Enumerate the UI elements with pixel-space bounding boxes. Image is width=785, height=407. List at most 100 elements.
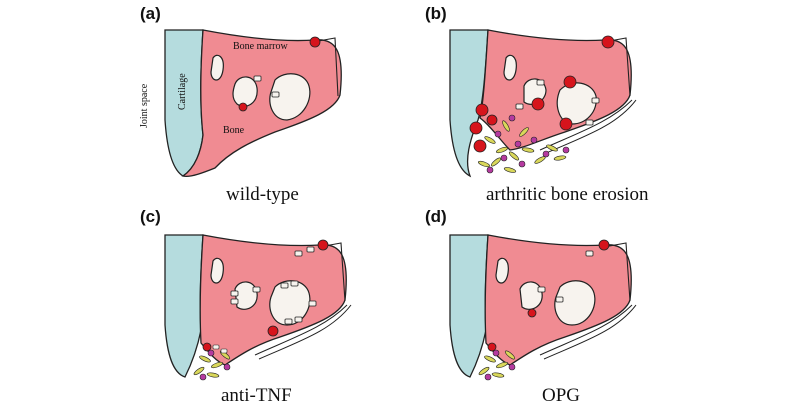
diagram-anti-tnf [164, 234, 352, 381]
diagram-arthritic [449, 29, 637, 178]
inflammatory-cell [199, 373, 207, 381]
panel-label-b: (b) [425, 4, 447, 23]
fibroblast [199, 355, 211, 363]
osteoclast [267, 325, 279, 337]
marrow-cavity [495, 257, 509, 284]
osteoblast [294, 250, 303, 257]
osteoblast [555, 296, 564, 303]
osteoblast [536, 79, 545, 86]
fibroblast [508, 151, 520, 161]
fibroblast [206, 372, 220, 378]
fibroblast [521, 147, 535, 153]
osteoblast [515, 103, 524, 110]
pannus [193, 344, 231, 381]
panel-a: (a) Bone marrow Joint space Cartilage Bo… [135, 0, 475, 205]
osteoclast [531, 97, 545, 111]
fibroblast [503, 167, 517, 173]
panel-d: (d) [420, 205, 760, 406]
osteoblast [230, 298, 239, 305]
fibroblast [519, 127, 529, 137]
osteoblast [585, 119, 594, 126]
marrow-cavity [234, 281, 258, 310]
inflammatory-cell [207, 349, 215, 357]
osteoblast [591, 97, 600, 104]
osteoblast [585, 250, 594, 257]
inflammatory-cell [542, 150, 550, 158]
osteoclast [317, 239, 329, 251]
fibroblast [193, 366, 205, 376]
osteoclast [202, 342, 212, 352]
marrow-cavity [519, 281, 543, 310]
fibroblast [484, 136, 496, 144]
pannus [478, 349, 516, 381]
inflammatory-cell [518, 160, 526, 168]
label-cartilage: Cartilage [177, 73, 188, 110]
inflammatory-cell [486, 166, 494, 174]
bone [479, 29, 632, 151]
inflammatory-cell [562, 146, 570, 154]
osteoclast [238, 102, 248, 112]
fibroblast [490, 157, 502, 167]
fibroblast [491, 372, 505, 378]
diagram-wild-type: Bone marrow Joint space Cartilage Bone [139, 29, 342, 178]
fibroblast [484, 355, 496, 363]
inflammatory-cell [500, 154, 508, 162]
marrow-cavity [232, 76, 258, 107]
inflammatory-cell [492, 349, 500, 357]
osteoblast [537, 286, 546, 293]
periosteum [539, 99, 633, 151]
fibroblast [546, 144, 558, 152]
fibroblast [553, 155, 567, 161]
osteoblast [308, 300, 317, 307]
marrow-cavity [556, 82, 597, 125]
osteoclast [527, 308, 537, 318]
fibroblast [502, 120, 510, 132]
periosteum [254, 304, 348, 356]
osteoclast [473, 139, 487, 153]
caption-c: anti-TNF [221, 385, 292, 406]
osteoblast [290, 280, 299, 287]
panel-b: (b) [420, 0, 760, 205]
osteoblast [280, 282, 289, 289]
fibroblast [504, 350, 516, 360]
osteoblast [284, 318, 293, 325]
inflammatory-cell [530, 136, 538, 144]
panel-label-c: (c) [140, 207, 161, 226]
marrow-cavity [269, 73, 311, 121]
osteoclast [601, 35, 615, 49]
marrow-cavity [554, 280, 596, 326]
periosteum [258, 304, 352, 360]
osteoblast [294, 316, 303, 323]
osteoclast [487, 342, 497, 352]
osteoclast [475, 103, 489, 117]
label-bone: Bone [223, 125, 245, 136]
inflammatory-cell [484, 373, 492, 381]
inflammatory-cell [508, 363, 516, 371]
caption-b: arthritic bone erosion [486, 184, 649, 205]
marrow-cavity [210, 54, 224, 81]
inflammatory-cell [223, 363, 231, 371]
caption-a: wild-type [226, 184, 299, 205]
bone-edge [603, 242, 631, 302]
pannus [478, 114, 570, 174]
osteoclast [559, 117, 573, 131]
periosteum [543, 304, 637, 360]
label-bone-marrow: Bone marrow [233, 41, 288, 52]
osteoclast [598, 239, 610, 251]
label-joint-space: Joint space [139, 83, 150, 128]
osteoblast [212, 344, 220, 350]
fibroblast [478, 366, 490, 376]
panel-label-a: (a) [140, 4, 161, 23]
osteoclast [486, 114, 498, 126]
caption-d: OPG [542, 385, 581, 406]
fibroblast [496, 361, 508, 369]
osteoclast [469, 121, 483, 135]
osteoclast-cluster [469, 35, 615, 153]
osteoblast [271, 91, 280, 98]
marrow-cavity [210, 257, 224, 284]
inflammatory-cell [514, 140, 522, 148]
bone-edge [312, 37, 339, 97]
osteoclast [563, 75, 577, 89]
osteoblast [252, 286, 261, 293]
osteoblast [230, 290, 239, 297]
